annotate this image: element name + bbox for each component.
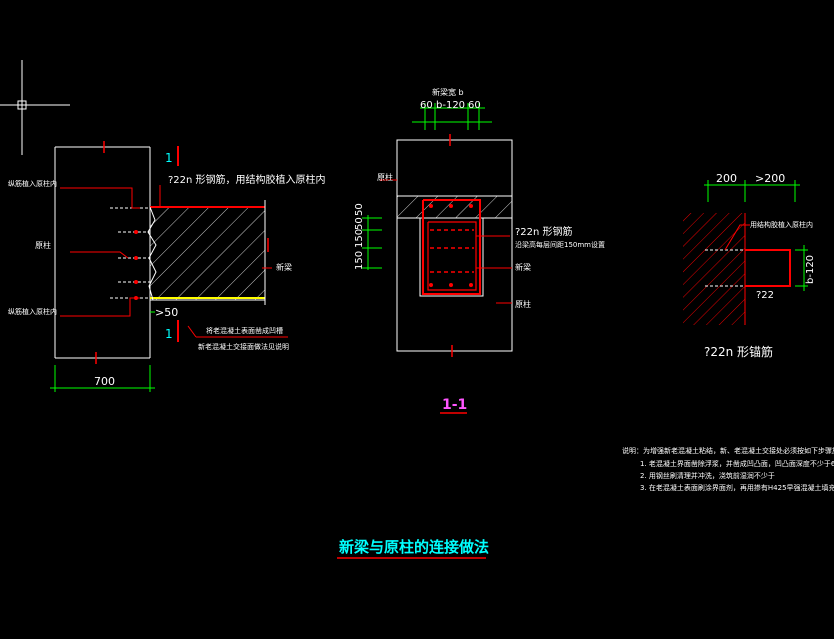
label-new-beam-left: 新梁 bbox=[276, 262, 292, 272]
label-anchor-bottom: 纵筋植入原柱内 bbox=[8, 307, 57, 316]
dim-side-1: 150 bbox=[354, 229, 365, 248]
notes-item-1: 1. 老混凝土界面凿除浮浆，并凿成凹凸面，凹凸面深度不少于6mm bbox=[640, 459, 834, 468]
dim-top-2: 60 bbox=[468, 100, 481, 111]
right-caption: ?22n 形锚筋 bbox=[704, 344, 773, 359]
label-glue: 用结构胶植入原柱内 bbox=[750, 220, 813, 229]
dim-width-line bbox=[50, 365, 155, 392]
right-anchor-bar-detail: 200 >200 b-120 用结构胶植入原柱内 ?22 ?22n 形锚筋 bbox=[683, 172, 816, 359]
crosshair-cursor-icon bbox=[0, 60, 70, 155]
label-bar-left: ?22n 形钢筋，用结构胶植入原柱内 bbox=[168, 173, 326, 186]
section-mark-top: 1 bbox=[165, 151, 173, 165]
new-beam-hatch bbox=[149, 206, 266, 301]
label-surface-1: 将老混凝土表面凿成凹槽 bbox=[206, 326, 283, 335]
dim-side-2: 50 bbox=[354, 217, 365, 230]
bar-label: ?22 bbox=[756, 290, 774, 301]
notes-item-2: 2. 用钢丝刷清理并冲洗，浇筑前湿润不少于 bbox=[640, 471, 775, 480]
dim-top-1: b-120 bbox=[436, 100, 465, 111]
label-column-top: 原柱 bbox=[377, 172, 393, 182]
label-column-bottom: 原柱 bbox=[515, 299, 531, 309]
left-elevation-detail: 1 1 ?22n 形钢筋，用结构胶植入原柱内 纵筋植入原柱内 原柱 新梁 纵筋植… bbox=[8, 141, 326, 392]
dim-top-label: 新梁宽 b bbox=[432, 87, 464, 97]
dim-right-0: 200 bbox=[716, 172, 737, 185]
label-new-beam-section: 新梁 bbox=[515, 262, 531, 272]
notes-heading: 说明：为增强新老混凝土粘结，新、老混凝土交接处必须按如下步骤施工： bbox=[622, 446, 834, 455]
dim-top-0: 60 bbox=[420, 100, 433, 111]
drawing-title: 新梁与原柱的连接做法 bbox=[339, 538, 489, 556]
section-1-1-detail: 新梁宽 b 60 b-120 60 bbox=[354, 87, 605, 414]
dim-right-1: >200 bbox=[755, 172, 785, 185]
construction-notes: 说明：为增强新老混凝土粘结，新、老混凝土交接处必须按如下步骤施工： 1. 老混凝… bbox=[622, 446, 834, 492]
dim-side-0: 150 bbox=[354, 251, 365, 270]
dim-width: 700 bbox=[94, 375, 115, 388]
label-column-left: 原柱 bbox=[35, 240, 51, 250]
label-bar-section: ?22n 形钢筋 bbox=[515, 225, 573, 238]
notes-item-3: 3. 在老混凝土表面刷涂界面剂，再用掺有H425早强混凝土填充新面浇筑 bbox=[640, 483, 834, 492]
dim-height: b-120 bbox=[805, 255, 816, 284]
label-anchor-top: 纵筋植入原柱内 bbox=[8, 179, 57, 188]
label-surface-2: 新老混凝土交接面做法见说明 bbox=[198, 342, 289, 351]
label-bar-note: 沿梁高每层间距150mm设置 bbox=[515, 240, 605, 249]
section-mark-bottom: 1 bbox=[165, 327, 173, 341]
dim-gap: >50 bbox=[155, 306, 178, 319]
section-title: 1-1 bbox=[442, 397, 467, 413]
dim-side-3: 50 bbox=[354, 203, 365, 216]
